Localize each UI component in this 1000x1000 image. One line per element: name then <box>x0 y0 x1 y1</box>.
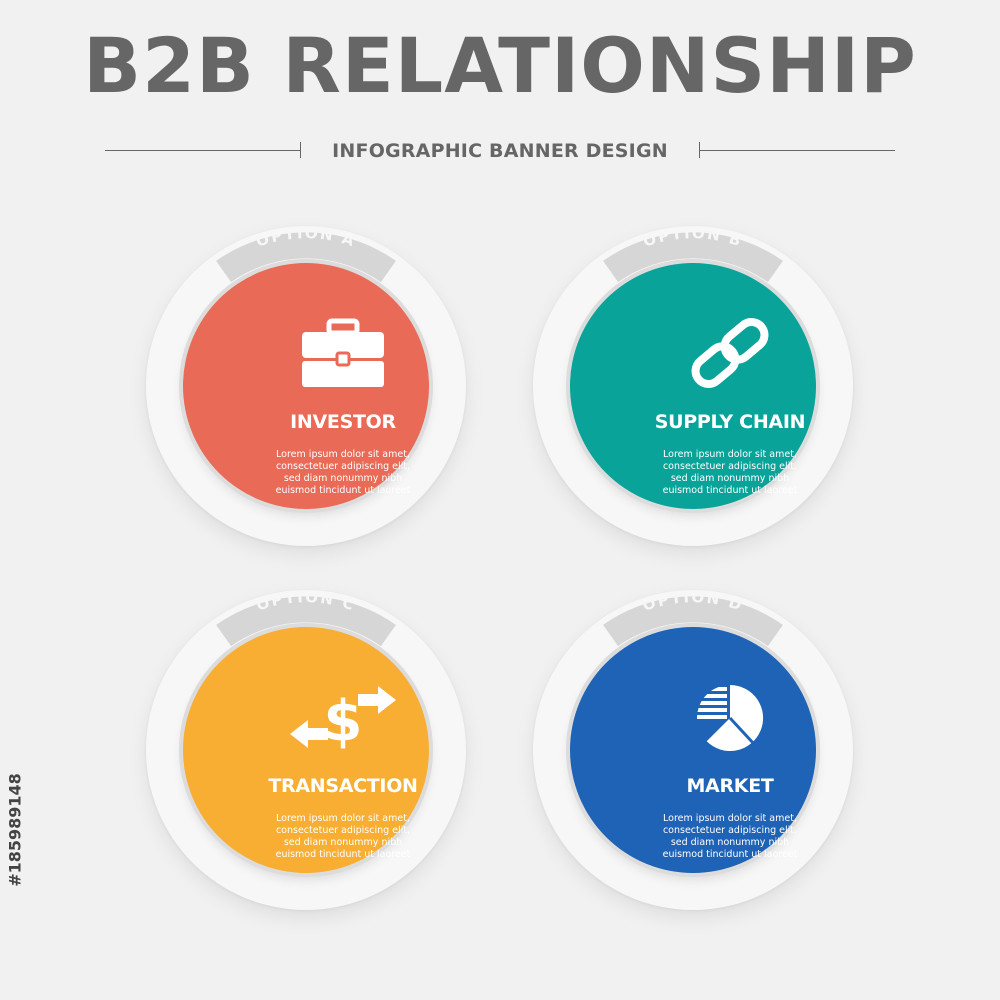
svg-text:OPTION B: OPTION B <box>641 226 745 251</box>
option-label-arc <box>216 596 396 647</box>
description-line: euismod tincidunt ut laoreet <box>662 485 798 496</box>
option-description: Lorem ipsum dolor sit amet, consectetuer… <box>610 449 850 497</box>
option-description: Lorem ipsum dolor sit amet, consectetuer… <box>610 813 850 861</box>
option-label: OPTION B <box>641 226 745 251</box>
description-line: sed diam nonummy nibh <box>283 837 403 848</box>
page-title: B2B RELATIONSHIP <box>83 21 917 110</box>
description-line: euismod tincidunt ut laoreet <box>662 849 798 860</box>
option-heading: SUPPLY CHAIN <box>654 411 806 433</box>
option-label: OPTION C <box>254 590 358 615</box>
option-label: OPTION A <box>254 226 358 251</box>
divider-line-right <box>700 150 895 151</box>
option-heading: INVESTOR <box>290 411 396 433</box>
option-tag: OPTION C <box>254 590 356 615</box>
divider-tick-right <box>699 142 700 158</box>
description-line: Lorem ipsum dolor sit amet, <box>276 449 410 460</box>
description-line: euismod tincidunt ut laoreet <box>275 849 411 860</box>
divider-tick-left <box>300 142 301 158</box>
option-description: Lorem ipsum dolor sit amet, consectetuer… <box>223 813 463 861</box>
briefcase-icon <box>302 318 384 387</box>
description-line: sed diam nonummy nibh <box>670 473 790 484</box>
stock-id-text: #185989148 <box>5 773 25 887</box>
description-line: sed diam nonummy nibh <box>670 837 790 848</box>
option-tag: OPTION A <box>254 226 356 251</box>
dollar-exchange-icon: $ <box>290 686 396 752</box>
svg-text:$: $ <box>324 689 363 752</box>
option-label-arc <box>216 232 396 283</box>
option-heading: MARKET <box>686 775 774 797</box>
description-line: consectetuer adipiscing elit, <box>662 461 798 472</box>
description-line: consectetuer adipiscing elit, <box>662 825 798 836</box>
option-tag: OPTION B <box>641 226 743 251</box>
description-line: Lorem ipsum dolor sit amet, <box>276 813 410 824</box>
svg-text:OPTION C: OPTION C <box>254 590 358 615</box>
description-line: Lorem ipsum dolor sit amet, <box>663 813 797 824</box>
option-description: Lorem ipsum dolor sit amet, consectetuer… <box>223 449 463 497</box>
option-tag: OPTION D <box>640 590 743 615</box>
chain-link-icon <box>691 318 769 388</box>
option-d-card: OPTION D MARKET Lorem ipsum dolor sit am… <box>533 590 853 910</box>
option-circle: INVESTOR Lorem ipsum dolor sit amet, con… <box>183 263 429 509</box>
option-circle: MARKET Lorem ipsum dolor sit amet, conse… <box>570 627 816 873</box>
subtitle-row: INFOGRAPHIC BANNER DESIGN <box>105 136 895 166</box>
option-label-arc <box>603 232 783 283</box>
description-line: Lorem ipsum dolor sit amet, <box>663 449 797 460</box>
option-circle: SUPPLY CHAIN Lorem ipsum dolor sit amet,… <box>570 263 816 509</box>
description-line: euismod tincidunt ut laoreet <box>275 485 411 496</box>
option-c-card: OPTION C $ TRANSACTION Lorem ipsum dolor… <box>146 590 466 910</box>
option-a-card: OPTION A INVESTOR Lorem ipsum dolor sit … <box>146 226 466 546</box>
svg-text:OPTION A: OPTION A <box>254 226 358 251</box>
stock-id-label: #185989148 <box>4 760 26 900</box>
option-heading: TRANSACTION <box>268 775 418 797</box>
option-label: OPTION D <box>640 590 745 615</box>
option-b-card: OPTION B SUPPLY CHAIN Lorem ipsum dolor … <box>533 226 853 546</box>
description-line: consectetuer adipiscing elit, <box>275 825 411 836</box>
description-line: sed diam nonummy nibh <box>283 473 403 484</box>
divider-line-left <box>105 150 300 151</box>
page-subtitle: INFOGRAPHIC BANNER DESIGN <box>332 140 668 162</box>
description-line: consectetuer adipiscing elit, <box>275 461 411 472</box>
option-label-arc <box>603 596 783 647</box>
option-circle: $ TRANSACTION Lorem ipsum dolor sit amet… <box>183 627 429 873</box>
svg-text:OPTION D: OPTION D <box>640 590 745 615</box>
pie-chart-icon <box>697 684 764 751</box>
